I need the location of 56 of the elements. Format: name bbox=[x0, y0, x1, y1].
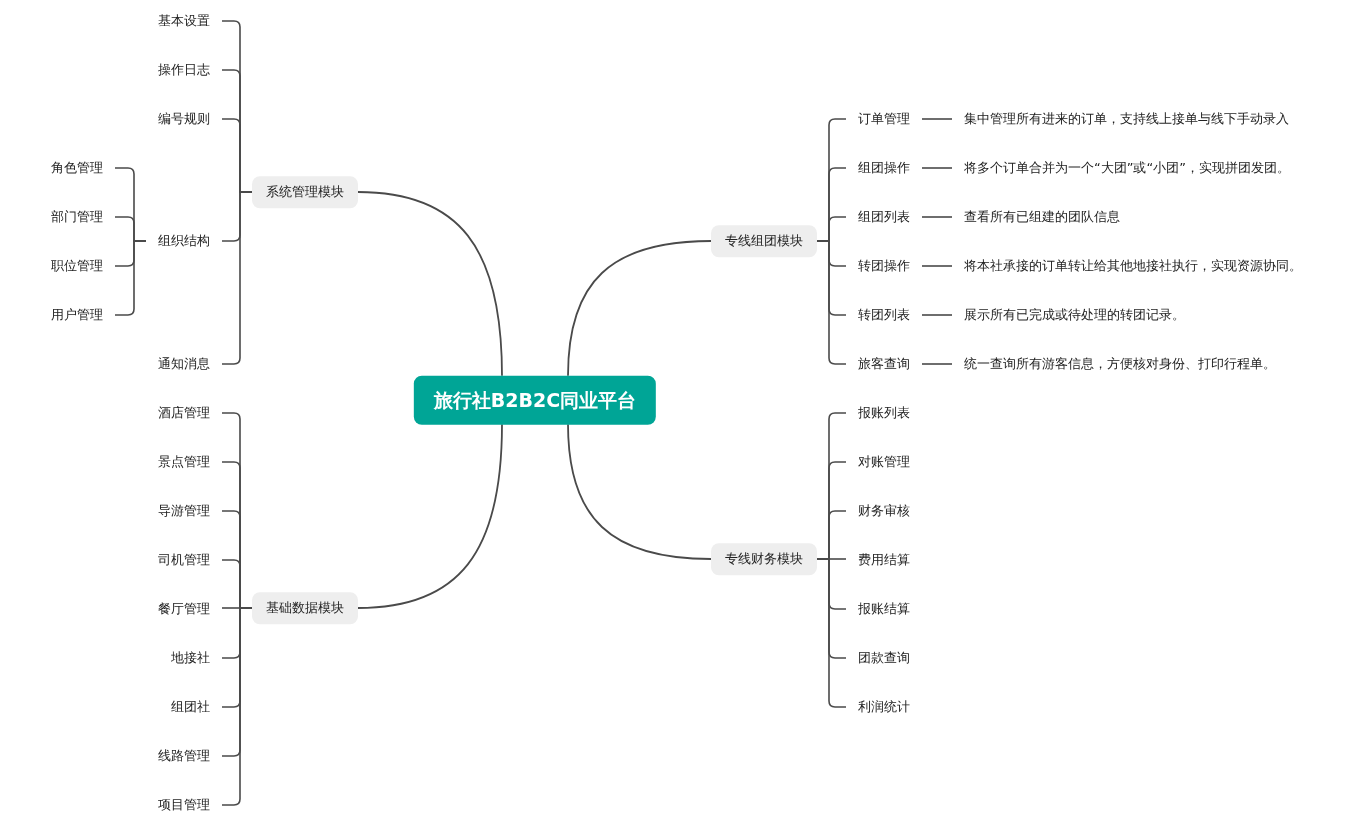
connector-line bbox=[921, 265, 953, 267]
subtopic-label: 线路管理 bbox=[146, 744, 222, 768]
subtopic-label: 基本设置 bbox=[146, 9, 222, 33]
subtopic-label: 操作日志 bbox=[146, 58, 222, 82]
subtopic-label: 地接社 bbox=[159, 646, 222, 670]
subtopic-label: 部门管理 bbox=[39, 205, 115, 229]
connector-line bbox=[921, 314, 953, 316]
subtopic-label: 景点管理 bbox=[146, 450, 222, 474]
connector-line bbox=[357, 423, 503, 609]
connector-line bbox=[921, 363, 953, 365]
subtopic-label: 财务审核 bbox=[846, 499, 922, 523]
connector-line bbox=[567, 423, 712, 560]
description-text: 展示所有已完成或待处理的转团记录。 bbox=[952, 303, 1197, 327]
subtopic-label: 组团操作 bbox=[846, 156, 922, 180]
connector-line bbox=[921, 118, 953, 120]
subtopic-label: 费用结算 bbox=[846, 548, 922, 572]
subtopic-label: 组团社 bbox=[159, 695, 222, 719]
subtopic-label: 转团操作 bbox=[846, 254, 922, 278]
subtopic-label: 餐厅管理 bbox=[146, 597, 222, 621]
subtopic-label: 转团列表 bbox=[846, 303, 922, 327]
description-text: 查看所有已组建的团队信息 bbox=[952, 205, 1132, 229]
main-topic: 专线财务模块 bbox=[711, 543, 817, 575]
central-topic: 旅行社B2B2C同业平台 bbox=[413, 375, 657, 425]
connector-line bbox=[221, 607, 253, 806]
subtopic-label: 酒店管理 bbox=[146, 401, 222, 425]
subtopic-label: 通知消息 bbox=[146, 352, 222, 376]
description-text: 将多个订单合并为一个“大团”或“小团”，实现拼团发团。 bbox=[952, 156, 1302, 180]
connector-line bbox=[816, 240, 847, 365]
main-topic: 基础数据模块 bbox=[252, 592, 358, 624]
subtopic-label: 职位管理 bbox=[39, 254, 115, 278]
main-topic: 系统管理模块 bbox=[252, 176, 358, 208]
subtopic-label: 导游管理 bbox=[146, 499, 222, 523]
connector-line bbox=[357, 191, 503, 377]
subtopic-label: 报账列表 bbox=[846, 401, 922, 425]
subtopic-label: 项目管理 bbox=[146, 793, 222, 817]
connector-line bbox=[816, 558, 847, 708]
subtopic-label: 司机管理 bbox=[146, 548, 222, 572]
subtopic-label: 角色管理 bbox=[39, 156, 115, 180]
description-text: 统一查询所有游客信息，方便核对身份、打印行程单。 bbox=[952, 352, 1288, 376]
subtopic-label: 组织结构 bbox=[146, 229, 222, 253]
description-text: 集中管理所有进来的订单，支持线上接单与线下手动录入 bbox=[952, 107, 1301, 131]
connector-line bbox=[921, 216, 953, 218]
subtopic-label: 利润统计 bbox=[846, 695, 922, 719]
subtopic-label: 订单管理 bbox=[846, 107, 922, 131]
subtopic-label: 用户管理 bbox=[39, 303, 115, 327]
connector-line bbox=[221, 191, 253, 365]
subtopic-label: 编号规则 bbox=[146, 107, 222, 131]
connector-line bbox=[567, 240, 712, 377]
subtopic-label: 组团列表 bbox=[846, 205, 922, 229]
subtopic-label: 团款查询 bbox=[846, 646, 922, 670]
subtopic-label: 旅客查询 bbox=[846, 352, 922, 376]
description-text: 将本社承接的订单转让给其他地接社执行，实现资源协同。 bbox=[952, 254, 1314, 278]
subtopic-label: 报账结算 bbox=[846, 597, 922, 621]
connector-line bbox=[921, 167, 953, 169]
main-topic: 专线组团模块 bbox=[711, 225, 817, 257]
subtopic-label: 对账管理 bbox=[846, 450, 922, 474]
